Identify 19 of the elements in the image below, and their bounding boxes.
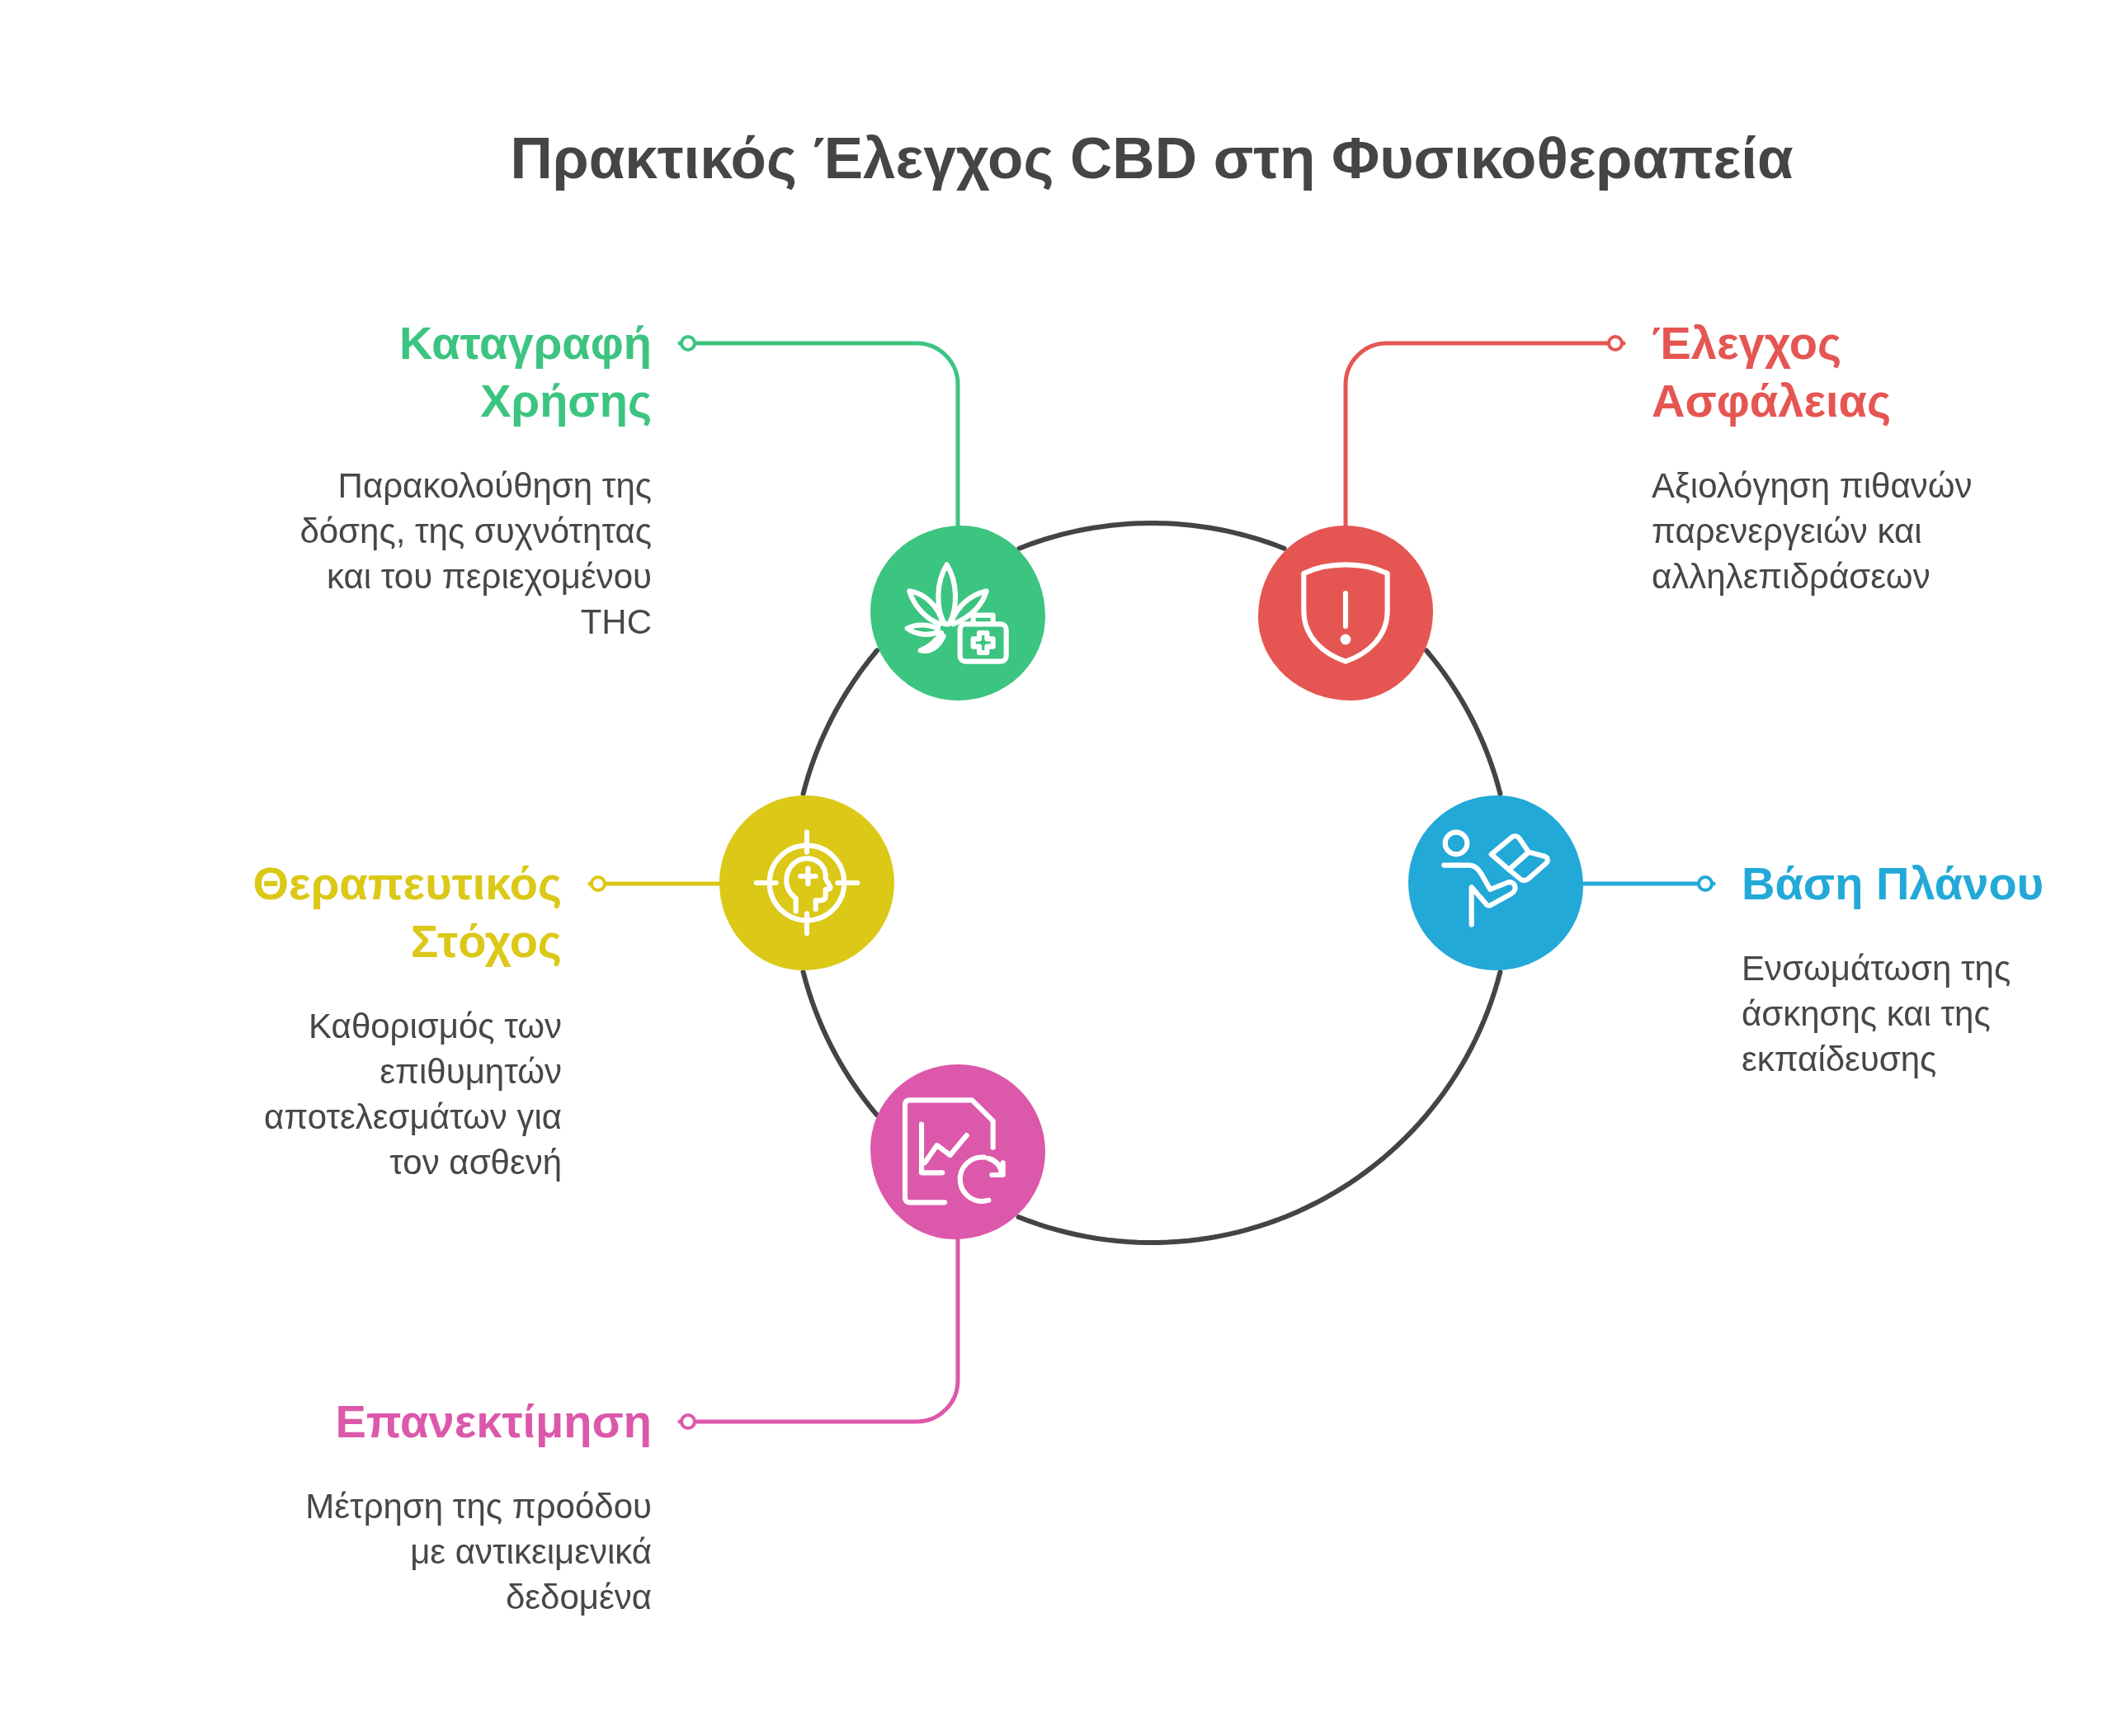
leader-line [677,1237,960,1430]
step-heading: Καταγραφή Χρήσης [398,316,652,428]
step-description: Αξιολόγηση πιθανών παρενεργειών και αλληλεπιδράσεων [1652,465,1973,597]
step-description: Μέτρηση της προόδου με αντικειμενικά δεδομένα [304,1486,652,1618]
ring-connector [1016,521,1287,551]
ring-connector [1423,648,1503,797]
step-description: Ενσωμάτωση της άσκησης και της εκπαίδευσης [1742,948,2012,1080]
leader-line [1343,335,1626,528]
step-description: Παρακολούθηση της δόσης, της συχνότητας και του περιεχομένου THC [299,465,652,643]
ring-connector [1016,969,1503,1245]
title: Πρακτικός Έλεγχος CBD στη Φυσικοθεραπεία [510,125,1794,192]
step-heading: Θεραπευτικός Στόχος [252,856,562,969]
ring-connector [800,969,879,1118]
step-heading: Έλεγχος Ασφάλειας [1652,316,1893,428]
ring-connector [800,648,880,797]
step-heading: Βάση Πλάνου [1742,856,2044,911]
step-description: Καθορισμός των επιθυμητών αποτελεσμάτων για τον ασθενή [263,1006,562,1183]
leader-line [677,335,960,528]
step-heading: Επανεκτίμηση [335,1394,652,1449]
